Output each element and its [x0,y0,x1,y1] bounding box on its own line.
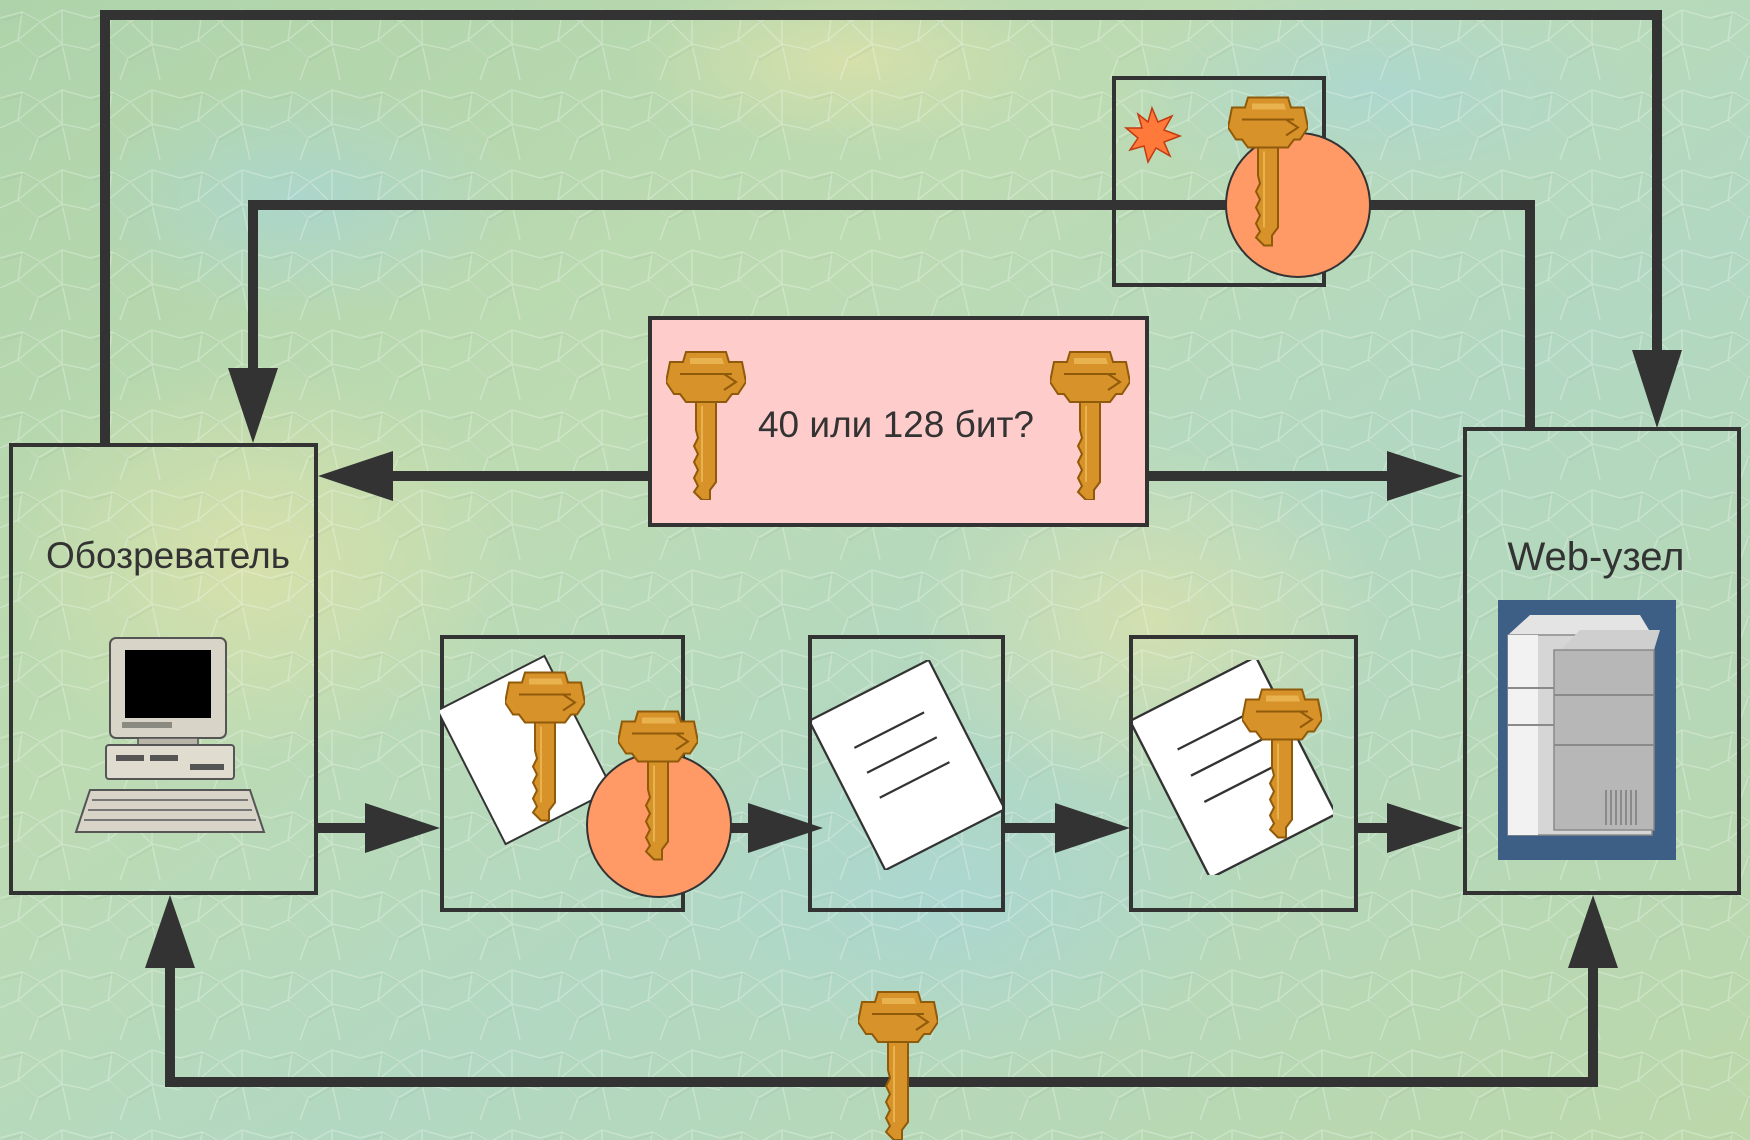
arrowhead-flow-3 [1055,803,1130,853]
arrowhead-down-browser [228,368,278,443]
arrowhead-flow-4 [1387,803,1463,853]
bottom-loop-line [165,958,1598,1087]
encrypt-step-box [440,635,732,912]
arrowhead-right-server [1387,451,1463,501]
browser-box: Обозреватель [9,443,318,895]
session-key-box [1112,76,1371,287]
server-box: Web-узел [1463,427,1741,895]
server-label: Web-узел [1508,535,1685,579]
server-tower-icon [1498,600,1676,860]
negotiation-box: 40 или 128 бит? [648,316,1149,527]
connector-lines [100,10,1662,1087]
decrypt-step-box [1129,635,1358,912]
arrowhead-up-browser [145,895,195,968]
arrowheads [145,350,1682,968]
outer-top-line [100,10,1662,443]
inner-top-line [248,200,1535,428]
browser-label: Обозреватель [46,535,290,576]
session-key-circle [1225,132,1371,278]
burst-icon [1123,105,1183,164]
arrowhead-left-browser [318,451,393,501]
arrowhead-flow-2 [748,803,823,853]
arrowhead-up-server [1568,895,1618,968]
desktop-computer-icon [74,637,266,833]
encrypted-document-box [808,635,1005,912]
key-length-question: 40 или 128 бит? [758,404,1034,445]
arrowhead-down-server [1632,350,1682,428]
arrowhead-flow-1 [365,803,440,853]
